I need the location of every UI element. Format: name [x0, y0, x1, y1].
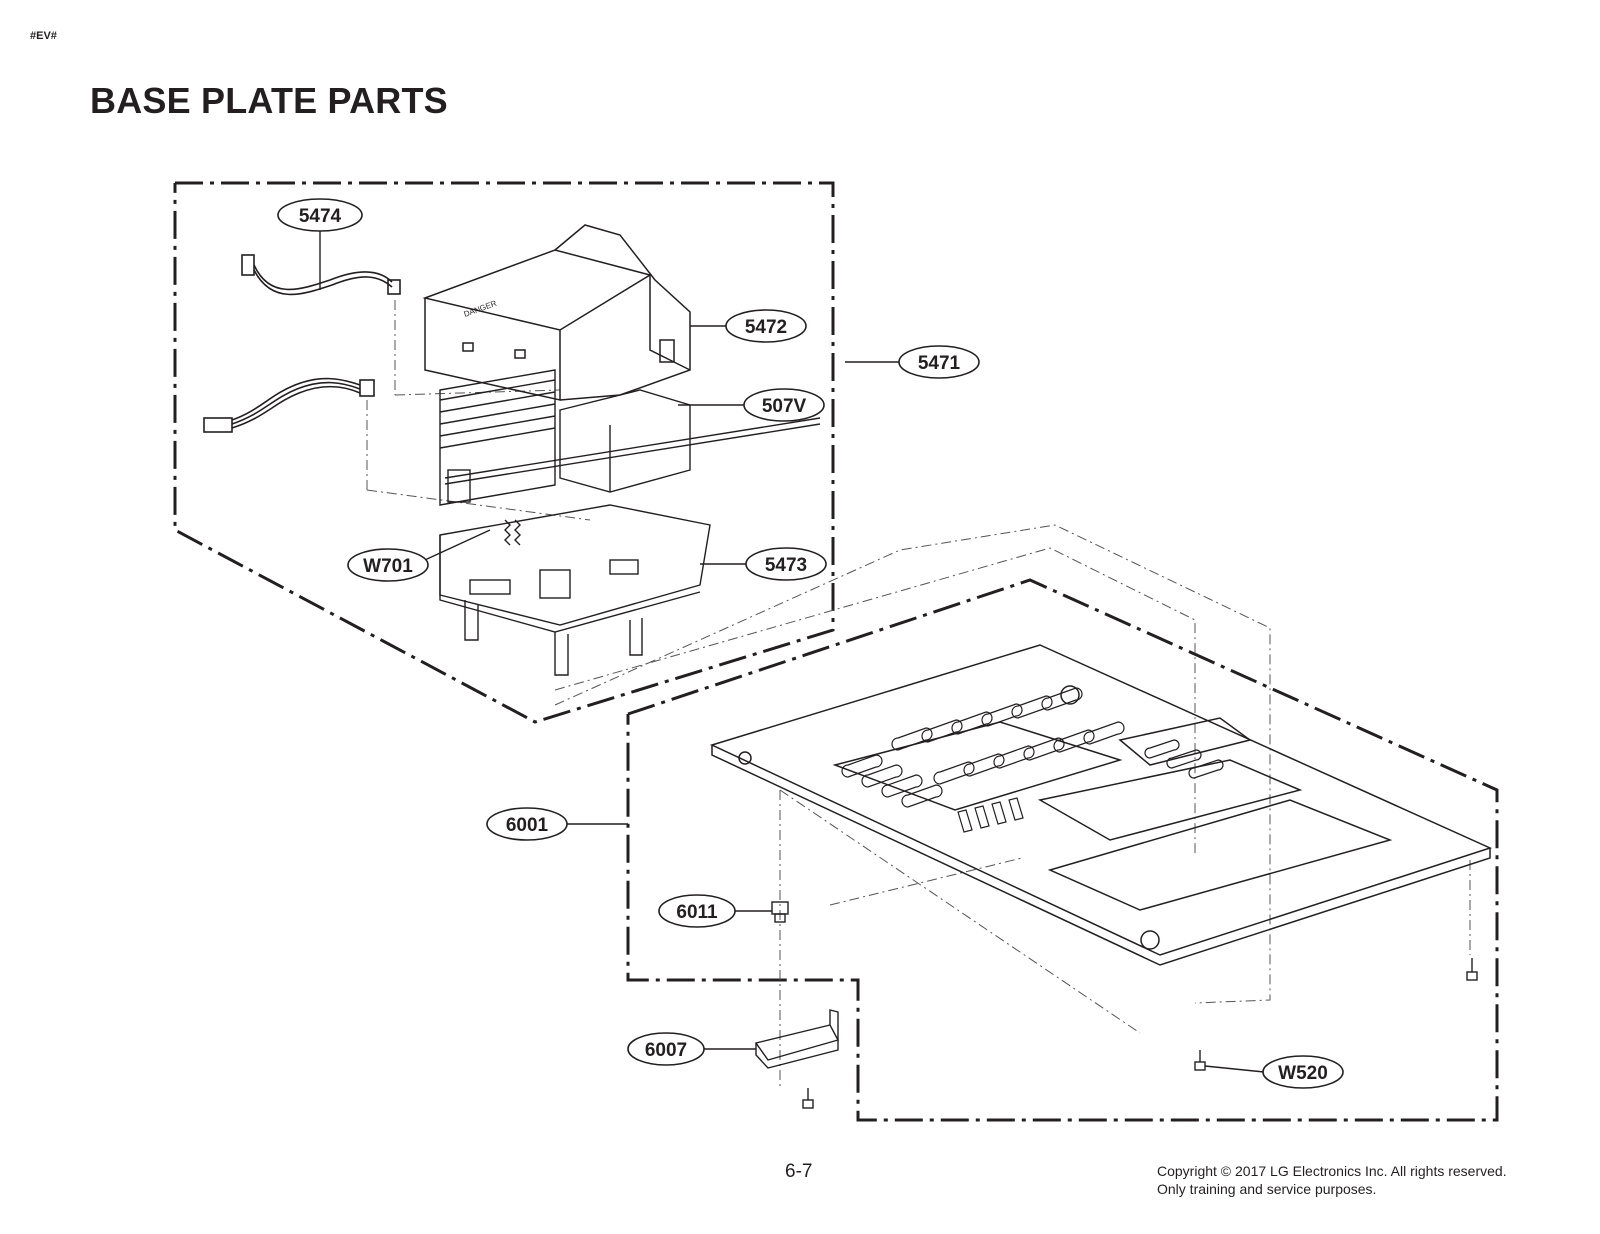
- callout-label: 5474: [299, 206, 342, 227]
- callout-W701: W701: [347, 548, 429, 582]
- base-plate-6001: [709, 644, 1493, 966]
- callout-label: 6007: [645, 1040, 687, 1061]
- page-number: 6-7: [785, 1161, 813, 1182]
- holder-5473: [439, 504, 711, 676]
- callout-6001: 6001: [486, 807, 568, 841]
- svg-text:DANGER: DANGER: [463, 299, 498, 319]
- callout-5471: 5471: [898, 345, 980, 379]
- callout-label: 5472: [745, 317, 787, 338]
- callout-label: 507V: [762, 396, 807, 417]
- screw-w520: [1194, 1050, 1206, 1071]
- callout-label: 6001: [506, 815, 549, 836]
- callout-W520: W520: [1262, 1055, 1344, 1089]
- callout-label: W701: [363, 556, 413, 577]
- copyright-notice: Copyright © 2017 LG Electronics Inc. All…: [1157, 1162, 1507, 1198]
- page-title: BASE PLATE PARTS: [90, 80, 448, 121]
- screw-side: [1466, 958, 1478, 981]
- callout-6007: 6007: [627, 1032, 705, 1066]
- usage-notice-line: Only training and service purposes.: [1157, 1181, 1377, 1197]
- projection-guides: [366, 300, 1471, 1090]
- callout-507V: 507V: [743, 388, 825, 422]
- bracket-6007: [754, 1009, 840, 1069]
- callout-5473: 5473: [745, 547, 827, 581]
- wire-harness-5474: [203, 254, 401, 433]
- callout-label: 5471: [918, 353, 961, 374]
- callout-5474: 5474: [277, 198, 363, 232]
- module-507V: [439, 369, 821, 506]
- document-tag: #EV#: [30, 30, 57, 42]
- cover-5472: DANGER: [422, 224, 691, 401]
- base-plate-boundary: [626, 578, 1499, 1122]
- callout-6011: 6011: [658, 894, 736, 928]
- upper-assembly-boundary: [173, 181, 835, 724]
- copyright-line: Copyright © 2017 LG Electronics Inc. All…: [1157, 1163, 1507, 1179]
- leader-lines: [319, 231, 1265, 1073]
- clip-6011: [771, 901, 789, 923]
- callout-label: 5473: [765, 555, 807, 576]
- callout-label: W520: [1278, 1063, 1328, 1084]
- screw-6007: [802, 1088, 814, 1109]
- callout-5472: 5472: [725, 309, 807, 343]
- callout-label: 6011: [676, 902, 718, 923]
